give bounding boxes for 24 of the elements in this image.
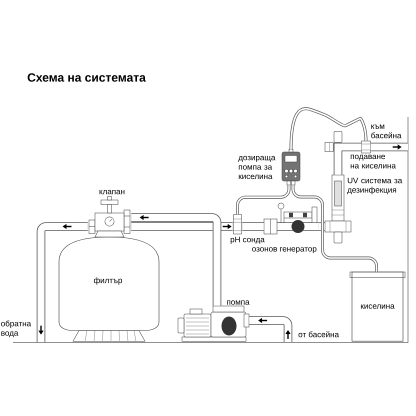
- pipe-label: към басейна: [371, 124, 402, 138]
- pipe: [131, 213, 222, 306]
- component-label: помпа: [227, 300, 250, 305]
- title: Схема на системата: [28, 73, 146, 82]
- tube: [290, 107, 368, 150]
- pipe: [334, 142, 362, 175]
- tube: [292, 185, 378, 272]
- acid-tank: киселина: [350, 272, 406, 342]
- pipe-label: обратна вода: [1, 320, 32, 338]
- pipe: [318, 222, 325, 231]
- pipe: [249, 316, 292, 342]
- component-label: дозираща помпа за киселина: [238, 156, 276, 180]
- pipe: [131, 222, 233, 231]
- pipe: [370, 142, 408, 152]
- component-label: UV система за дезинфекция: [347, 178, 402, 194]
- filter-tank: филтър: [58, 236, 160, 342]
- pipe: [36, 222, 88, 342]
- component-label: pH сонда: [230, 236, 265, 244]
- component-label: клапан: [100, 190, 124, 194]
- component-label: подаване на киселина: [350, 154, 396, 168]
- pipe-label: от басейна: [298, 331, 339, 338]
- pipe: [242, 222, 264, 231]
- component-label: озонов генератор: [252, 247, 316, 254]
- tube: [236, 185, 290, 214]
